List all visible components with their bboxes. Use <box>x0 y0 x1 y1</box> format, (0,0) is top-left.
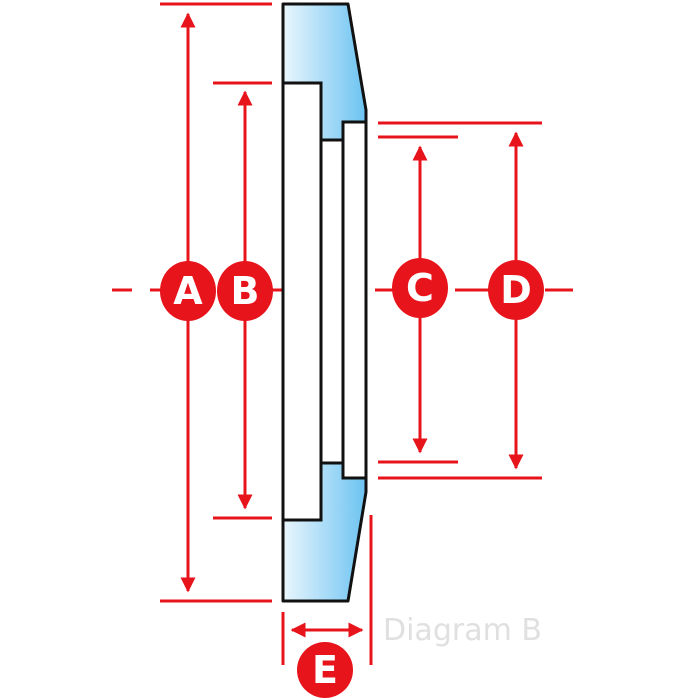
dimension-c: C <box>392 145 448 454</box>
dimension-a: A <box>160 12 216 593</box>
flange-cross-section <box>281 2 368 603</box>
diagram-caption: Diagram B <box>383 613 542 648</box>
dimension-d-label: D <box>500 268 532 312</box>
dimension-b-badge <box>217 261 273 321</box>
dimension-c-label: C <box>406 266 434 310</box>
flange-sealing-face <box>341 120 368 480</box>
dimension-d: D <box>488 131 544 470</box>
dimension-a-label: A <box>173 269 203 313</box>
dimension-e-label: E <box>312 648 338 692</box>
dimension-b: B <box>217 90 273 510</box>
dimension-d-badge <box>488 260 544 320</box>
flange-inner-recess <box>281 81 323 522</box>
dimension-c-badge <box>392 258 448 318</box>
dimension-e-badge <box>297 642 353 698</box>
dimension-b-label: B <box>231 269 260 313</box>
dimension-a-badge <box>160 261 216 321</box>
extension-lines <box>160 2 542 665</box>
flange-bore-step <box>319 138 347 465</box>
dimension-e: E <box>290 622 364 698</box>
